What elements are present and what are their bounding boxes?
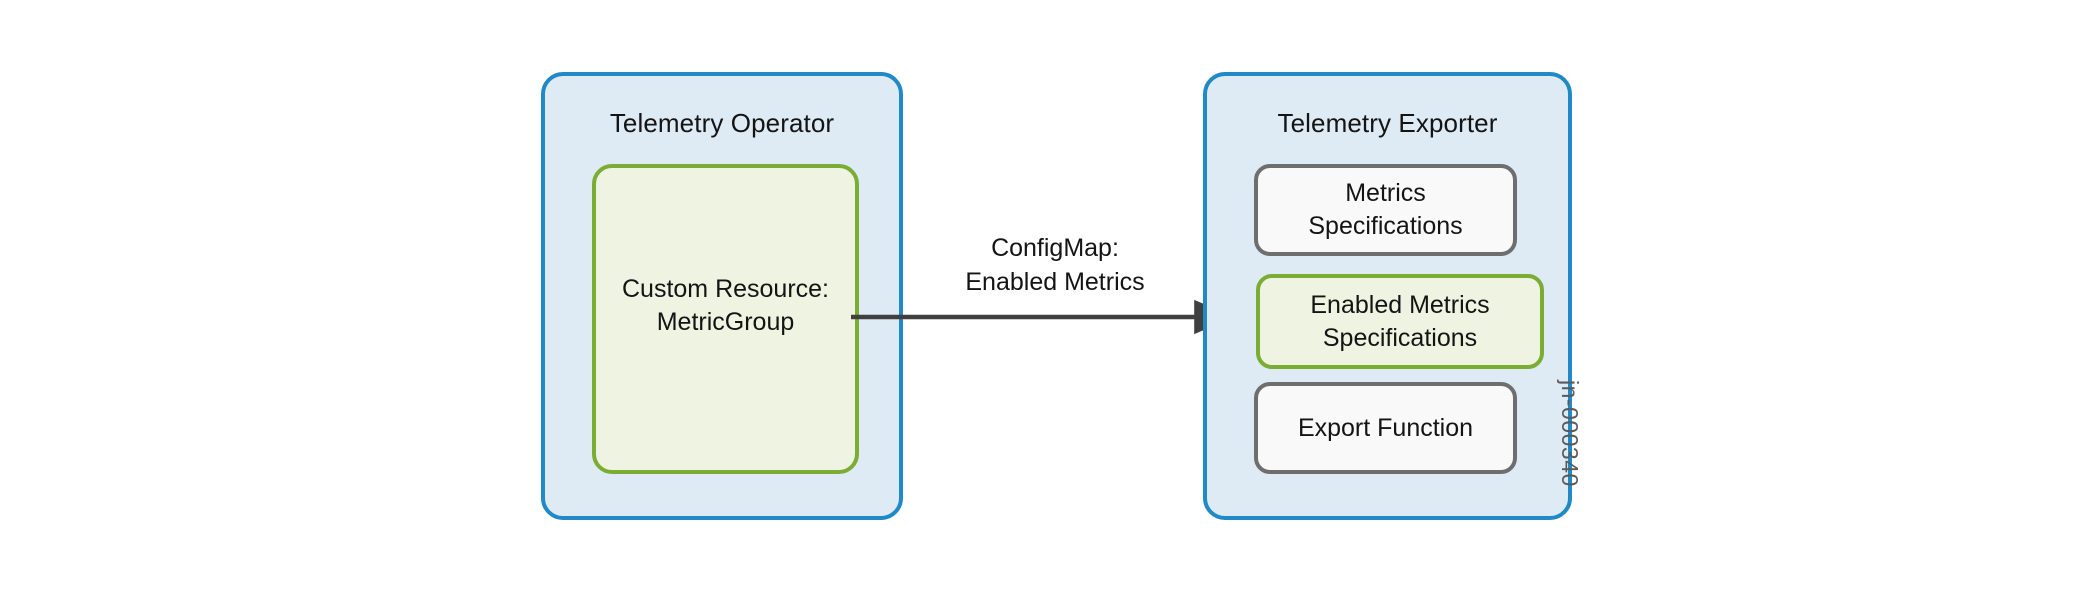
connector-arrow-label: ConfigMap: Enabled Metrics [965,234,1145,296]
box-export-function: Export Function [1254,382,1517,474]
panel-title-telemetry-operator: Telemetry Operator [609,108,835,138]
watermark-id: jn-000340 [1557,380,1583,487]
panel-telemetry-exporter: Telemetry Exporter Metrics Specification… [1203,72,1572,520]
box-custom-resource: Custom Resource: MetricGroup [592,164,859,474]
box-metrics-specifications: Metrics Specifications [1254,164,1517,256]
panel-telemetry-operator: Telemetry Operator Custom Resource: Metr… [541,72,903,520]
connector-arrow-configmap [851,299,1235,335]
box-enabled-metrics-specifications-label: Enabled Metrics Specifications [1310,290,1490,352]
box-enabled-metrics-specifications: Enabled Metrics Specifications [1256,274,1544,369]
box-export-function-label: Export Function [1297,413,1474,442]
box-metrics-specifications-label: Metrics Specifications [1308,179,1463,240]
box-custom-resource-label: Custom Resource: MetricGroup [621,275,830,336]
panel-title-telemetry-exporter: Telemetry Exporter [1277,108,1498,138]
